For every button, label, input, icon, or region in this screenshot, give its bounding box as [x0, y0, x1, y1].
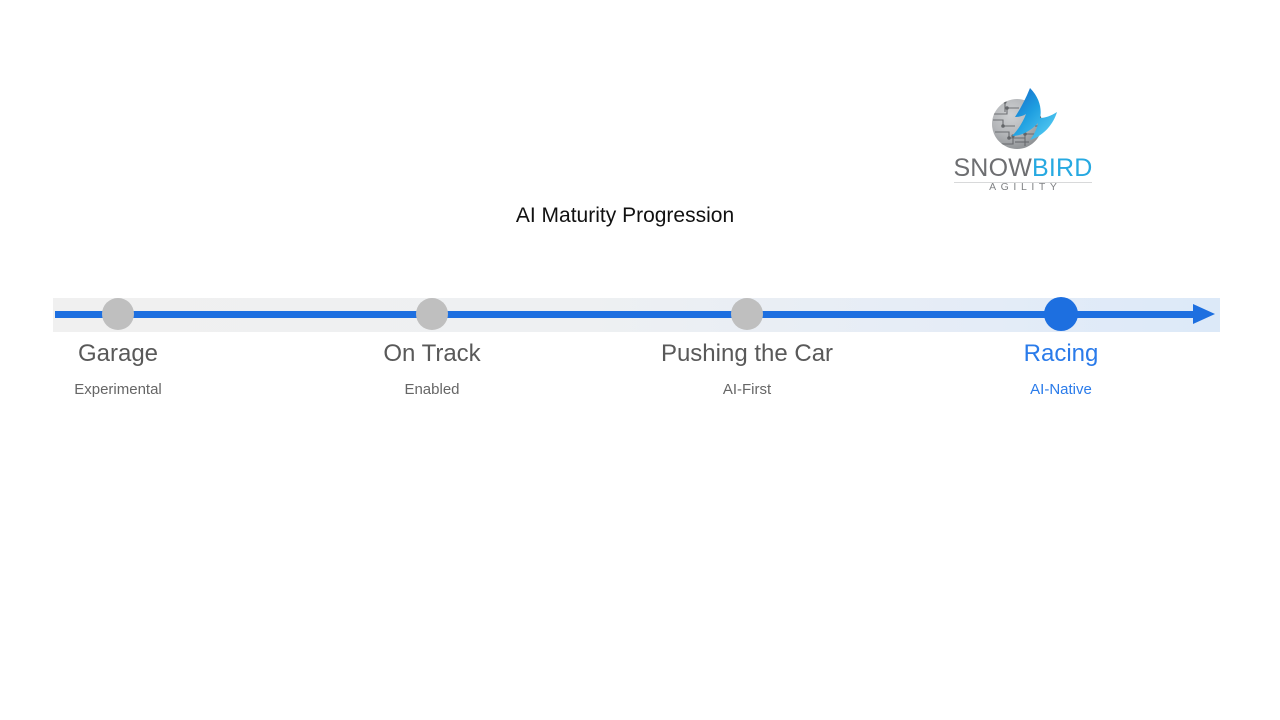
timeline-node-pushing-the-car[interactable]: [731, 298, 763, 330]
stage-subtitle: AI-First: [722, 380, 772, 398]
timeline-node-garage[interactable]: [102, 298, 134, 330]
logo-wordmark: SNOWBIRD: [948, 156, 1098, 181]
arrow-right-icon: [1193, 304, 1215, 324]
logo-word-snow: SNOW: [953, 154, 1033, 182]
logo-word-bird: BIRD: [1032, 154, 1093, 182]
maturity-timeline: [53, 297, 1220, 332]
stage-label-racing[interactable]: Racing AI-Native: [1024, 340, 1099, 398]
stage-name: Pushing the Car: [660, 340, 834, 367]
stage-label-garage[interactable]: Garage Experimental: [74, 340, 162, 398]
stage-subtitle: Enabled: [404, 380, 460, 398]
stage-name: On Track: [383, 340, 481, 367]
page-title: AI Maturity Progression: [515, 204, 735, 227]
bird-circuit-sphere-icon: [985, 86, 1061, 152]
stage-subtitle: Experimental: [74, 380, 162, 398]
stage-label-pushing-the-car[interactable]: Pushing the Car AI-First: [661, 340, 833, 398]
stage-subtitle: AI-Native: [1030, 380, 1092, 398]
timeline-node-racing[interactable]: [1044, 297, 1078, 331]
stage-label-on-track[interactable]: On Track Enabled: [383, 340, 480, 398]
stage-name: Racing: [1023, 340, 1099, 367]
logo-divider: [954, 182, 1092, 183]
timeline-node-on-track[interactable]: [416, 298, 448, 330]
logo-tagline: AGILITY: [989, 181, 1062, 193]
stage-name: Garage: [77, 340, 159, 367]
brand-logo: SNOWBIRD AGILITY: [948, 86, 1098, 196]
timeline-line: [55, 311, 1197, 318]
